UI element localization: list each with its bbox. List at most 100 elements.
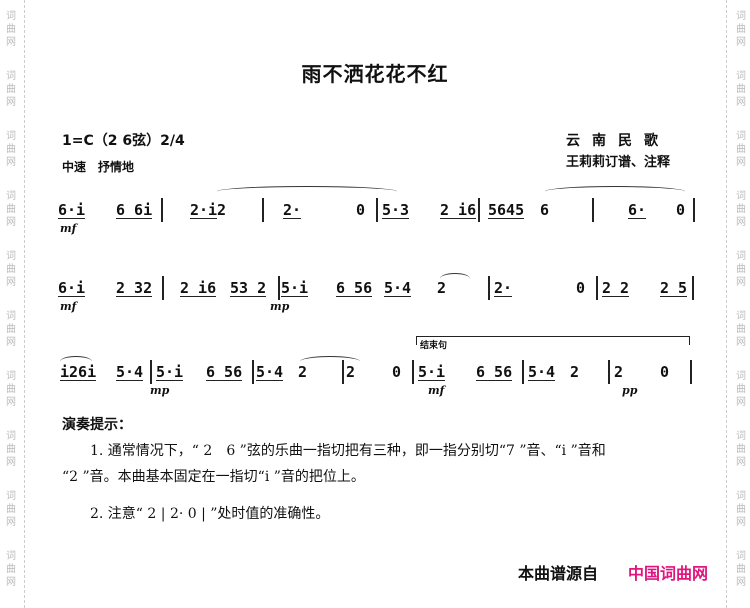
barline <box>162 276 164 300</box>
note-group: 6·i <box>58 201 86 219</box>
note-group: 6·i <box>58 279 86 297</box>
note-group: 5·i <box>281 279 309 297</box>
slur <box>60 356 92 367</box>
watermark: 词曲网 <box>736 431 746 468</box>
note-group: 2 <box>570 363 580 381</box>
note-group: 0 <box>576 279 586 297</box>
watermark: 词曲网 <box>6 71 16 108</box>
hints-heading: 演奏提示： <box>62 417 132 433</box>
barline <box>412 360 414 384</box>
song-origin: 云南民歌 <box>566 133 670 149</box>
barline <box>693 198 695 222</box>
dynamic-marking: mf <box>60 222 77 235</box>
note-group: 6 56 <box>476 363 513 381</box>
barline <box>252 360 254 384</box>
ending-label: 结束句 <box>420 341 448 351</box>
dynamic-marking: pp <box>622 384 638 397</box>
note-group: 2·i <box>190 201 218 219</box>
margin-line <box>726 0 727 608</box>
barline <box>522 360 524 384</box>
note-group: 2 <box>614 363 624 381</box>
song-title: 雨不洒花花不红 <box>301 62 449 86</box>
barline <box>376 198 378 222</box>
arranger-credit: 王莉莉订谱、注释 <box>566 155 671 170</box>
dynamic-marking: mp <box>150 384 170 397</box>
dynamic-marking: mf <box>428 384 445 397</box>
note-group: 6 6i <box>116 201 153 219</box>
watermark: 词曲网 <box>736 491 746 528</box>
note-group: 6 56 <box>336 279 373 297</box>
barline <box>690 360 692 384</box>
note-group: 2 <box>217 201 227 219</box>
barline <box>488 276 490 300</box>
hint-item-1-cont: “2 ”音。本曲基本固定在一指切“i ”音的把位上。 <box>62 469 365 485</box>
hint-item-2: 2. 注意“ 2 | 2· 0 | ”处时值的准确性。 <box>90 506 330 522</box>
note-group: 2 i6 <box>180 279 217 297</box>
watermark: 词曲网 <box>6 431 16 468</box>
watermark: 词曲网 <box>6 11 16 48</box>
note-group: i26i <box>60 363 97 381</box>
watermark: 词曲网 <box>6 191 16 228</box>
note-group: 2 <box>437 279 447 297</box>
key-signature: 1=C（2 6弦）2/4 <box>62 133 185 149</box>
barline <box>342 360 344 384</box>
watermark: 词曲网 <box>736 131 746 168</box>
barline <box>596 276 598 300</box>
watermark: 词曲网 <box>6 371 16 408</box>
watermark: 词曲网 <box>6 491 16 528</box>
ending-bracket <box>416 336 690 345</box>
note-group: 5·i <box>418 363 446 381</box>
watermark: 词曲网 <box>6 311 16 348</box>
note-group: 2 32 <box>116 279 153 297</box>
slur <box>217 186 397 197</box>
barline <box>262 198 264 222</box>
note-group: 5·4 <box>256 363 284 381</box>
note-group: 5·4 <box>528 363 556 381</box>
source-site-link[interactable]: 中国词曲网 <box>628 564 709 583</box>
slur <box>545 186 685 197</box>
note-group: 0 <box>392 363 402 381</box>
slur <box>440 273 470 284</box>
margin-line <box>24 0 25 608</box>
dynamic-marking: mf <box>60 300 77 313</box>
barline <box>150 360 152 384</box>
note-group: 5·4 <box>116 363 144 381</box>
watermark: 词曲网 <box>6 551 16 588</box>
note-group: 6 <box>540 201 550 219</box>
barline <box>608 360 610 384</box>
tempo-marking: 中速 抒情地 <box>62 160 135 174</box>
slur <box>300 356 360 367</box>
note-group: 2 2 <box>602 279 630 297</box>
note-group: 6 56 <box>206 363 243 381</box>
dynamic-marking: mp <box>270 300 290 313</box>
barline <box>478 198 480 222</box>
note-group: 5·4 <box>384 279 412 297</box>
source-label: 本曲谱源自 <box>518 564 599 583</box>
note-group: 0 <box>660 363 670 381</box>
watermark: 词曲网 <box>736 311 746 348</box>
note-group: 6· <box>628 201 647 219</box>
note-group: 2· <box>494 279 513 297</box>
watermark: 词曲网 <box>6 251 16 288</box>
watermark: 词曲网 <box>736 251 746 288</box>
watermark: 词曲网 <box>736 11 746 48</box>
watermark: 词曲网 <box>736 191 746 228</box>
note-group: 53 2 <box>230 279 267 297</box>
barline <box>592 198 594 222</box>
watermark: 词曲网 <box>736 371 746 408</box>
note-group: 2 i6 <box>440 201 477 219</box>
watermark: 词曲网 <box>736 551 746 588</box>
note-group: 5·3 <box>382 201 410 219</box>
note-group: 0 <box>676 201 686 219</box>
note-group: 2 5 <box>660 279 688 297</box>
note-group: 5·i <box>156 363 184 381</box>
watermark: 词曲网 <box>736 71 746 108</box>
barline <box>278 276 280 300</box>
note-group: 2 <box>298 363 308 381</box>
barline <box>161 198 163 222</box>
barline <box>692 276 694 300</box>
note-group: 5645 <box>488 201 525 219</box>
note-group: 0 <box>356 201 366 219</box>
note-group: 2· <box>283 201 302 219</box>
hint-item-1: 1. 通常情况下，“ 2 6 ”弦的乐曲一指切把有三种，即一指分别切“7 ”音、… <box>90 443 606 459</box>
